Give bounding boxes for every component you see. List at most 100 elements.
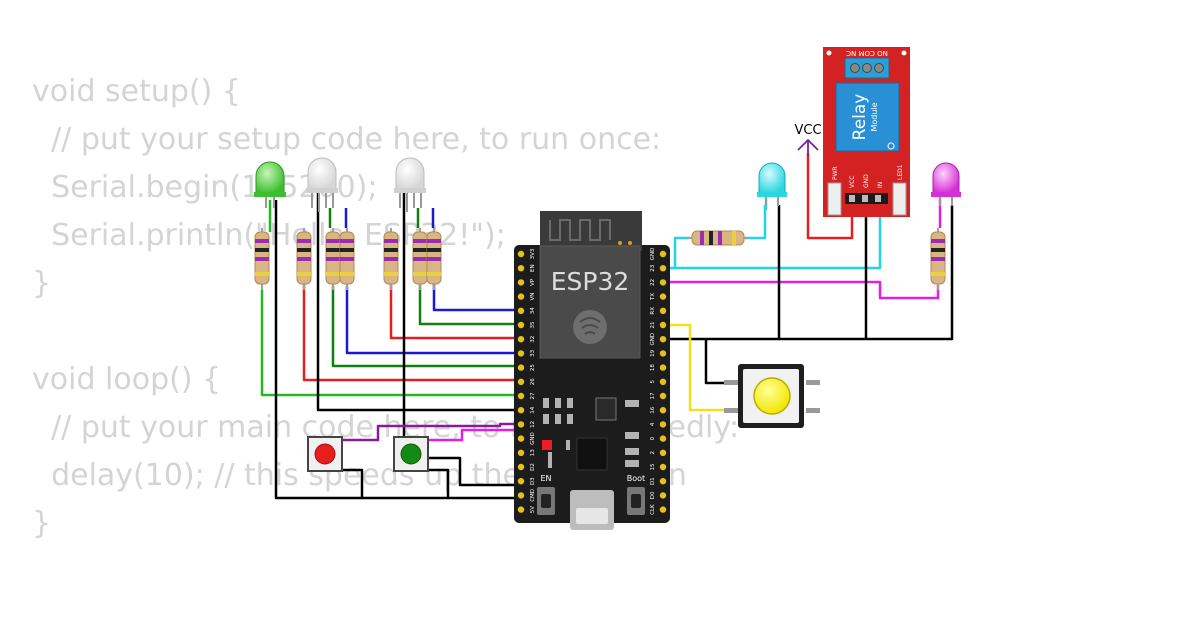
led-magenta <box>931 162 961 206</box>
relay-indicator-pwr: PWR <box>832 166 839 180</box>
code-line: void setup() { <box>32 74 241 109</box>
pin-label-right: TX <box>650 293 656 301</box>
pin-right <box>659 293 667 300</box>
resistor-7 <box>426 228 442 290</box>
pin-left <box>517 350 525 357</box>
wire-black-gnd-1 <box>316 192 521 412</box>
led-rgb-2 <box>394 157 426 212</box>
pin-label-left: 14 <box>530 406 536 413</box>
wire-blue-1 <box>345 286 521 355</box>
code-line: } <box>32 266 52 301</box>
button-green <box>393 436 429 472</box>
pin-label-right: RX <box>650 307 656 315</box>
resistor-horizontal <box>688 230 748 246</box>
wire-black-btn-red <box>340 468 364 498</box>
code-line: } <box>32 506 52 541</box>
pin-left <box>517 265 525 272</box>
resistor-5 <box>383 228 399 290</box>
wire-green-led <box>260 290 521 397</box>
pin-left <box>517 378 525 385</box>
pin-label-left: D3 <box>530 477 536 485</box>
resistor-3 <box>325 228 341 290</box>
pin-left <box>517 321 525 329</box>
pin-right <box>659 492 667 499</box>
pin-label-left: 26 <box>530 378 536 385</box>
pin-label-left: D2 <box>530 463 536 471</box>
pin-label-left: 34 <box>530 307 536 314</box>
pin-label-right: 17 <box>650 392 656 399</box>
pin-label-left: 13 <box>530 449 536 456</box>
pin-label-right: 0 <box>650 436 656 440</box>
pin-label-left: 5V <box>530 506 536 513</box>
pin-label-right: GND <box>650 333 656 346</box>
pin-left <box>517 421 525 428</box>
relay-terminals-label: NO COM NC <box>846 49 888 57</box>
pins-left: 3V3ENVPVN343532332526271412GND13D2D3CMD5… <box>517 248 536 513</box>
resistor-4 <box>339 228 355 290</box>
pin-label-right: 18 <box>650 364 656 371</box>
pin-label-left: VP <box>530 278 536 286</box>
pin-left <box>517 449 525 456</box>
wire-blue-2 <box>432 282 521 312</box>
pin-label-right: 5 <box>650 380 656 384</box>
pin-right <box>659 478 667 485</box>
pin-left <box>517 435 525 442</box>
pin-right <box>659 421 667 428</box>
resistor-1 <box>254 228 270 290</box>
button-red <box>307 436 343 472</box>
pin-label-right: 2 <box>650 451 656 455</box>
pin-right <box>659 321 667 329</box>
pin-label-left: 27 <box>530 392 536 399</box>
pin-left <box>517 279 525 286</box>
pin-label-left: EN <box>530 264 536 272</box>
pin-label-right: 4 <box>650 422 656 426</box>
pin-left <box>517 478 525 485</box>
wire-red-1 <box>302 282 521 382</box>
pin-label-left: CMD <box>530 489 536 502</box>
pin-label-right: CLK <box>650 504 656 515</box>
pin-left <box>517 506 525 513</box>
pin-right <box>659 350 667 357</box>
vcc-symbol: VCC <box>794 123 822 156</box>
wire-black-btn-green <box>428 468 450 498</box>
wire-black-gnd-3 <box>274 200 521 500</box>
pin-label-left: 12 <box>530 421 536 428</box>
relay-pin-gnd: GND <box>863 174 870 188</box>
led-green <box>254 161 286 208</box>
wire-magenta-green-btn <box>428 428 521 442</box>
pin-left <box>517 307 525 314</box>
relay-pin-vcc: VCC <box>849 176 856 188</box>
pin-left <box>517 407 525 414</box>
resistor-2 <box>296 228 312 290</box>
pin-left <box>517 364 525 371</box>
pin-left <box>517 492 525 499</box>
pin-label-right: 21 <box>650 322 656 329</box>
pin-right <box>659 463 667 471</box>
code-line: void loop() { <box>32 362 222 397</box>
pin-right <box>659 336 667 343</box>
esp32-board: ESP32 EN Boot 3V3ENVPVN34353233252627141… <box>514 211 670 530</box>
pin-label-right: 23 <box>650 264 656 271</box>
vcc-label: VCC <box>794 123 821 138</box>
resistors <box>254 228 946 290</box>
pin-right <box>659 506 667 513</box>
pin-left <box>517 392 525 400</box>
wire-purple-red-btn <box>340 422 521 442</box>
pin-label-right: 16 <box>650 406 656 413</box>
code-line: // put your setup code here, to run once… <box>32 122 662 157</box>
relay-title: Relay <box>850 94 870 141</box>
wire-black-pushbutton <box>704 339 740 385</box>
leds <box>254 157 961 212</box>
pin-label-left: 25 <box>530 364 536 371</box>
pin-label-left: 33 <box>530 349 536 356</box>
pin-label-left: GND <box>530 432 536 445</box>
board-button-en: EN <box>540 474 551 483</box>
pin-label-right: 15 <box>650 463 656 470</box>
relay-indicator-led1: LED1 <box>897 164 904 180</box>
pin-right <box>659 250 667 258</box>
pin-label-right: 22 <box>650 279 656 286</box>
board-label: ESP32 <box>551 267 630 296</box>
wire-magenta <box>663 280 940 300</box>
